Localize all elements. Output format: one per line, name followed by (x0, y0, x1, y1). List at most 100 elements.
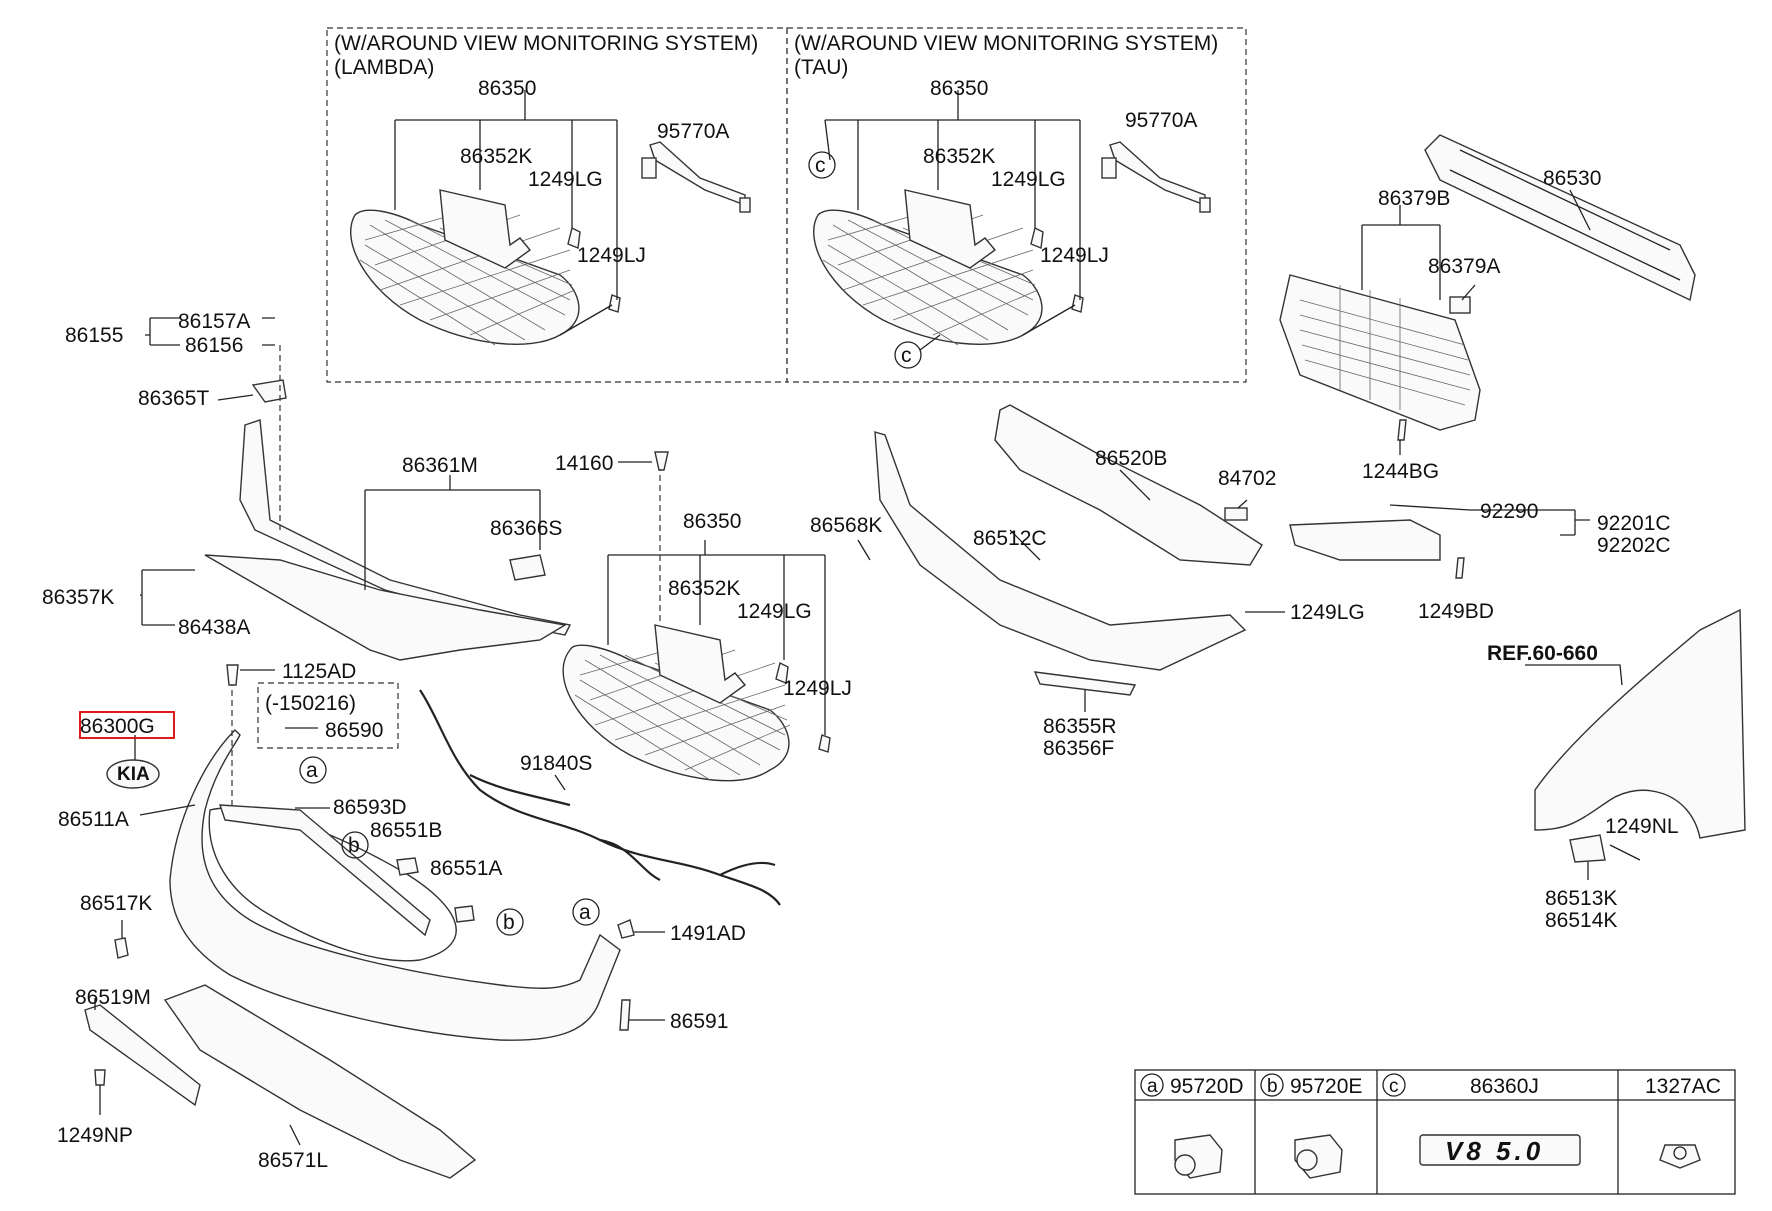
tau-callout-c2 (894, 341, 922, 369)
screw-1125ad (226, 664, 239, 686)
pin-14160 (654, 451, 669, 471)
sensor-95720e-face (1296, 1149, 1318, 1171)
clip-1491ad (617, 919, 635, 939)
tau-connector-2 (1199, 197, 1211, 213)
label-86551a: 86551A (430, 857, 502, 880)
label-92201c: 92201C (1597, 512, 1671, 535)
label-86568k: 86568K (810, 514, 882, 537)
leader-86357k (140, 569, 195, 626)
label-86530: 86530 (1543, 167, 1601, 190)
shutter-frame (1279, 274, 1481, 431)
label-86350: 86350 (683, 510, 741, 533)
fog-lamp-92201c (1289, 504, 1590, 579)
tau-95770a: 95770A (1125, 109, 1197, 132)
kia-emblem (106, 759, 160, 789)
table-a-part: 95720D (1170, 1075, 1244, 1098)
leader-86157a (262, 317, 275, 346)
label-86365t: 86365T (138, 387, 209, 410)
screw-1249np (94, 1069, 106, 1086)
label-86155: 86155 (65, 324, 123, 347)
shutter-motor (1449, 296, 1471, 314)
highlight-86300g (79, 711, 175, 739)
cap-86366s (509, 554, 546, 581)
nut-1327ac-icon (1659, 1144, 1701, 1169)
label-1249bd: 1249BD (1418, 600, 1494, 623)
callout-b1-label: b (348, 834, 360, 857)
tau-connector (1101, 157, 1117, 179)
fog-lamp (1289, 519, 1441, 561)
lower-lip (874, 431, 1247, 671)
bumper-fascia (169, 729, 621, 1041)
label-86590: 86590 (325, 719, 383, 742)
label-150216: (-150216) (265, 692, 356, 715)
plate-bracket-86519m (84, 1004, 201, 1107)
label-1125ad: 1125AD (282, 660, 356, 683)
label-86379a: 86379A (1428, 255, 1500, 278)
tau-box (786, 27, 1247, 383)
label-86551b: 86551B (370, 819, 442, 842)
label-92290: 92290 (1480, 500, 1538, 523)
lambda-bracket (439, 189, 532, 269)
leader-86568k (857, 539, 871, 561)
label-91840s: 91840S (520, 752, 592, 775)
center-screw-lg (775, 661, 789, 684)
table-c-part: 86360J (1470, 1075, 1539, 1098)
table-callout-b (1260, 1073, 1284, 1097)
screw-1249bd (1455, 557, 1465, 579)
screw-86591 (619, 999, 631, 1031)
lambda-grille-assembly (350, 90, 751, 346)
tau-86350: 86350 (930, 77, 988, 100)
lower-lip-86512c (857, 431, 1285, 712)
lower-bracket (994, 404, 1263, 566)
callout-a1-label: a (306, 759, 318, 782)
bumper-fascia-86511a: KIA (106, 664, 665, 1041)
ref-leader (1525, 664, 1623, 686)
label-86361m: 86361M (402, 454, 478, 477)
callout-b2-label: b (503, 911, 515, 934)
lambda-1249lj: 1249LJ (577, 244, 646, 267)
clip-86517k (114, 937, 129, 959)
table-callout-a (1140, 1073, 1164, 1097)
tau-grille-assembly (813, 90, 1211, 351)
lambda-harness (649, 141, 746, 207)
callout-b1 (341, 831, 369, 859)
lambda-86352k: 86352K (460, 145, 532, 168)
leader-86513k (1587, 844, 1641, 880)
nut-1327ac-hole (1673, 1146, 1687, 1160)
lambda-box (326, 27, 788, 383)
table-grid (1135, 1070, 1735, 1194)
lower-guard-86571l (84, 984, 477, 1179)
lambda-1249lg: 1249LG (528, 168, 603, 191)
label-86379b: 86379B (1378, 187, 1450, 210)
leader-86530 (1569, 189, 1591, 231)
tau-screw-lj (1071, 294, 1084, 313)
tau-1249lj: 1249LJ (1040, 244, 1109, 267)
leader-84702 (1237, 499, 1248, 509)
sticker-84702 (1224, 507, 1248, 521)
callout-a1 (299, 756, 327, 784)
center-leaders (607, 540, 826, 735)
table-b-letter: b (1267, 1076, 1278, 1097)
label-86352k: 86352K (668, 577, 740, 600)
cap-86365t (251, 379, 287, 403)
label-86355r: 86355R (1043, 715, 1117, 738)
tau-title: (W/AROUND VIEW MONITORING SYSTEM) (794, 32, 1218, 55)
bracket-86520b (994, 404, 1263, 566)
label-14160: 14160 (555, 452, 613, 475)
label-1249nl: 1249NL (1605, 815, 1679, 838)
impact-beam-86530 (1424, 134, 1696, 302)
leader-86379a (1461, 284, 1476, 301)
lambda-86350: 86350 (478, 77, 536, 100)
tau-c1-label: c (815, 154, 826, 177)
leader-86511a (139, 804, 196, 816)
center-grille (562, 644, 790, 782)
callout-a2 (572, 898, 600, 926)
upper-carrier-86357k (140, 317, 572, 661)
tau-leaders (824, 90, 1081, 351)
table-b-part: 95720E (1290, 1075, 1362, 1098)
tau-c2-label: c (901, 344, 912, 367)
center-grille-assembly (562, 451, 831, 782)
label-86513k: 86513K (1545, 887, 1617, 910)
